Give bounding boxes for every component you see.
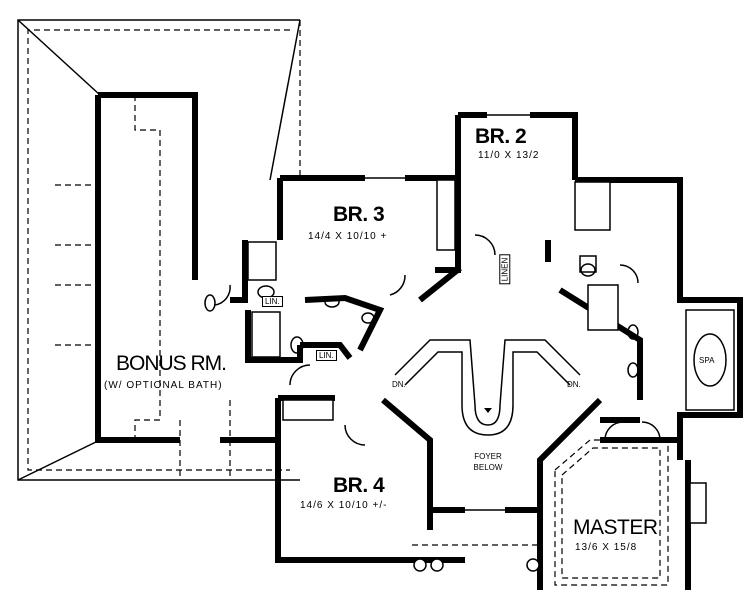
linen-closet-3: LINEN [499, 254, 511, 285]
br4-label: BR. 4 [333, 474, 385, 497]
bath-fixtures [204, 241, 639, 378]
bonus-room-note: (W/ OPTIONAL BATH) [104, 380, 223, 391]
br2-label: BR. 2 [475, 125, 527, 148]
spa-label: SPA [699, 356, 715, 365]
linen-closet-1: LIN. [262, 296, 283, 307]
spa-basin [693, 333, 727, 387]
roof-outline [17, 19, 301, 481]
br3-size: 14/4 X 10/10 + [308, 231, 388, 242]
fireplace [689, 482, 707, 524]
master-ceiling [554, 439, 669, 586]
master-size: 13/6 X 15/8 [575, 542, 638, 553]
staircase [394, 339, 581, 436]
linen-closet-2: LIN. [316, 350, 337, 361]
porch-columns [412, 544, 540, 572]
windows [325, 114, 530, 561]
foyer-label-1: FOYER [474, 452, 502, 461]
br2-size: 11/0 X 13/2 [478, 150, 540, 161]
bonus-room-label: BONUS RM. [116, 352, 227, 375]
foyer-label-2: BELOW [473, 463, 503, 472]
br3-label: BR. 3 [333, 203, 385, 226]
stair-down-right: DN. [567, 380, 581, 389]
doors [214, 234, 661, 446]
stair-down-left: DN. [392, 380, 406, 389]
master-ceiling-inner [561, 447, 661, 579]
br4-size: 14/6 X 10/10 +/- [300, 500, 388, 511]
closets [282, 179, 611, 421]
master-label: MASTER [573, 516, 658, 539]
